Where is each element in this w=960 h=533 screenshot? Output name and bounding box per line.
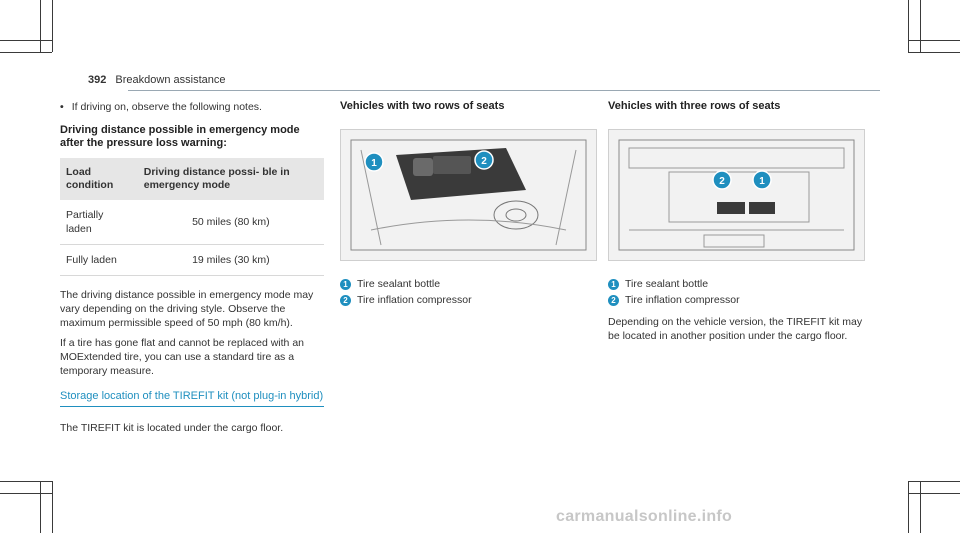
figure-legend: 1 Tire sealant bottle 2 Tire inflation c… [340,277,595,307]
crop-mark [908,493,960,494]
crop-mark [0,52,52,53]
column-middle: Vehicles with two rows of seats 1 2 1 Ti… [340,100,597,307]
svg-text:1: 1 [371,158,377,169]
legend-label: Tire sealant bottle [357,278,441,290]
number-badge: 2 [608,294,619,306]
crop-mark [908,52,960,53]
header-divider [128,90,880,91]
table-row: Fully laden 19 miles (30 km) [60,244,324,276]
figure-heading: Vehicles with two rows of seats [340,100,505,112]
bullet-dot-icon: • [60,101,64,113]
number-badge: 2 [340,294,351,306]
svg-text:2: 2 [481,156,487,167]
legend-item: 1 Tire sealant bottle [340,277,595,291]
crop-mark [908,40,960,41]
crop-mark [40,481,41,533]
bullet-text: If driving on, observe the following not… [71,101,262,113]
crop-mark [52,481,53,533]
column-left: • If driving on, observe the following n… [60,100,324,441]
section-heading: Driving distance possible in emergency m… [60,124,300,149]
paragraph: The driving distance possible in emergen… [60,289,314,329]
crop-mark [0,481,52,482]
page-header: 392 Breakdown assistance [88,74,225,86]
table-row: Partially laden 50 miles (80 km) [60,200,324,245]
emergency-distance-table: Load condition Driving distance possi‑ b… [60,158,324,276]
section-name: Breakdown assistance [115,74,226,86]
table-cell: 50 miles (80 km) [137,200,324,245]
figure-legend: 1 Tire sealant bottle 2 Tire inflation c… [608,277,866,307]
bullet-item: • If driving on, observe the following n… [60,100,324,114]
number-badge: 1 [608,278,619,290]
crop-mark [40,0,41,52]
legend-item: 1 Tire sealant bottle [608,277,866,291]
three-row-cargo-figure: 2 1 [608,129,865,261]
legend-item: 2 Tire inflation compressor [340,293,595,307]
crop-mark [908,481,960,482]
crop-mark [0,40,52,41]
two-row-cargo-figure: 1 2 [340,129,597,261]
table-header-row: Load condition Driving distance possi‑ b… [60,158,324,200]
number-badge: 1 [340,278,351,290]
watermark-text: carmanualsonline.info [556,508,733,525]
crop-mark [908,0,909,52]
table-header-cell: Driving distance possi‑ ble in emergency… [137,158,324,200]
legend-label: Tire inflation compressor [625,294,740,306]
page-number: 392 [88,74,107,86]
storage-section-title: Storage location of the TIREFIT kit (not… [60,390,324,407]
svg-text:2: 2 [719,176,725,187]
paragraph: Depending on the vehicle version, the TI… [608,316,863,342]
svg-text:1: 1 [759,176,765,187]
paragraph: If a tire has gone flat and cannot be re… [60,337,304,377]
crop-mark [920,481,921,533]
table-cell: Fully laden [60,244,138,276]
table-cell: 19 miles (30 km) [137,244,324,276]
crop-mark [52,0,53,52]
paragraph: The TIREFIT kit is located under the car… [60,422,284,434]
column-right: Vehicles with three rows of seats 2 1 1 … [608,100,866,349]
table-header-cell: Load condition [60,158,138,200]
figure-heading: Vehicles with three rows of seats [608,100,781,112]
crop-mark [908,481,909,533]
legend-item: 2 Tire inflation compressor [608,293,866,307]
crop-mark [0,493,52,494]
table-cell: Partially laden [60,200,138,245]
crop-mark [920,0,921,52]
legend-label: Tire sealant bottle [625,278,709,290]
legend-label: Tire inflation compressor [357,294,472,306]
